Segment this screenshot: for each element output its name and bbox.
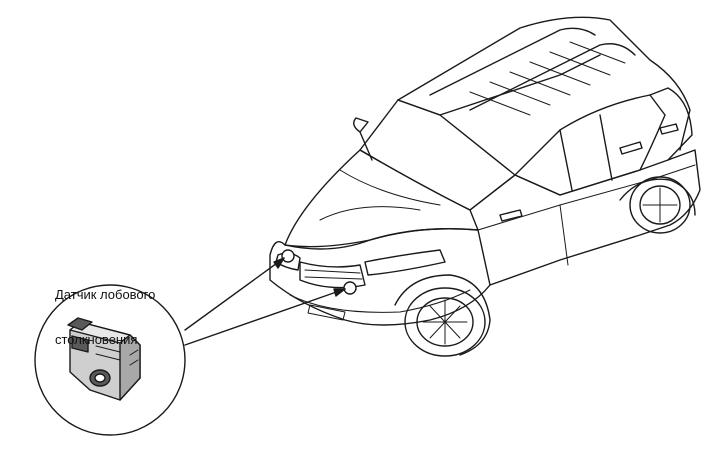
arrow-to-right-sensor [185, 289, 345, 345]
arrow-to-left-sensor [185, 258, 284, 330]
car-illustration [270, 17, 700, 356]
crash-sensor-detail [35, 285, 185, 435]
crash-sensor-label-line2: столкновения [55, 332, 138, 347]
callout-arrows [185, 258, 345, 345]
crash-sensor-label: Датчик лобового столкновения [55, 257, 155, 362]
crash-sensor-label-line1: Датчик лобового [55, 287, 156, 302]
